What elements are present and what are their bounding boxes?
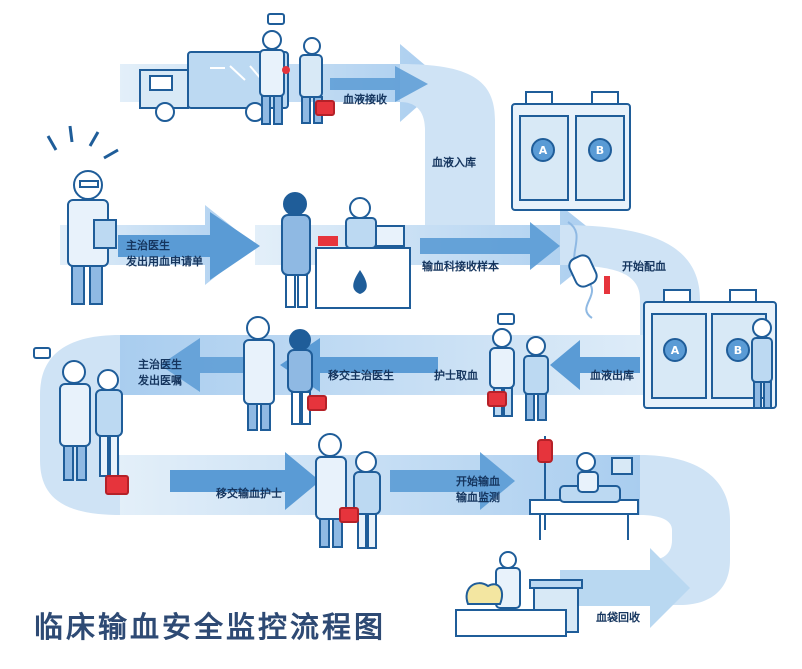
step-blood-out: 血液出库 bbox=[590, 369, 634, 382]
step-start-transfusion: 开始输血 输血监测 bbox=[456, 474, 500, 506]
doctor-request-illustration bbox=[46, 125, 119, 305]
diagram-title: 临床输血安全监控流程图 bbox=[34, 610, 387, 644]
arrow-to-nurse bbox=[170, 452, 320, 510]
nurse-pickup-illustration bbox=[487, 313, 549, 421]
fridge-top-label-b: B bbox=[596, 144, 604, 157]
recycle-illustration bbox=[455, 551, 583, 637]
step-blood-receive: 血液接收 bbox=[343, 93, 387, 106]
doctor-order-illustration bbox=[33, 347, 129, 495]
step-start-crossmatch: 开始配血 bbox=[622, 260, 666, 273]
step-doctor-request-line1: 主治医生 bbox=[126, 239, 170, 252]
blood-fridge-right-illustration bbox=[643, 289, 777, 409]
step-bag-recycle: 血袋回收 bbox=[596, 611, 640, 624]
step-lab-receive-sample: 输血科接收样本 bbox=[422, 260, 499, 273]
fridge-right-label-b: B bbox=[734, 344, 742, 357]
delivery-staff-illustration bbox=[259, 13, 335, 125]
step-doctor-order-line1: 主治医生 bbox=[138, 358, 182, 371]
crossmatch-illustration bbox=[567, 221, 610, 319]
arrow-transfusion bbox=[390, 452, 515, 510]
arrow-request bbox=[118, 212, 260, 280]
step-doctor-request: 主治医生 发出用血申请单 bbox=[126, 238, 203, 270]
step-start-transfusion-line2: 输血监测 bbox=[456, 491, 500, 504]
step-doctor-order: 主治医生 发出医嘱 bbox=[138, 357, 182, 389]
step-doctor-order-line2: 发出医嘱 bbox=[138, 374, 182, 387]
arrow-lab bbox=[420, 222, 560, 270]
step-hand-to-doctor: 移交主治医生 bbox=[328, 369, 394, 382]
step-hand-to-nurse: 移交输血护士 bbox=[216, 487, 282, 500]
lab-reception-illustration bbox=[281, 192, 411, 309]
step-nurse-pickup: 护士取血 bbox=[434, 369, 478, 382]
transfusion-bed-illustration bbox=[529, 436, 639, 540]
blood-fridge-top-illustration bbox=[511, 91, 631, 211]
handover-doctor-illustration bbox=[243, 316, 327, 431]
step-start-transfusion-line1: 开始输血 bbox=[456, 475, 500, 488]
step-doctor-request-line2: 发出用血申请单 bbox=[126, 255, 203, 268]
arrow-to-doctor bbox=[280, 338, 438, 392]
fridge-top-label-a: A bbox=[539, 144, 548, 157]
flow-arrows bbox=[118, 66, 640, 510]
arrow-blood-out bbox=[550, 340, 640, 390]
arrow-receive bbox=[330, 66, 428, 102]
path-curve-right-1 bbox=[400, 64, 495, 245]
path-final bbox=[560, 548, 690, 628]
handover-nurse-illustration bbox=[315, 433, 381, 549]
arrow-order bbox=[160, 338, 260, 392]
step-blood-storage: 血液入库 bbox=[432, 156, 476, 169]
fridge-right-label-a: A bbox=[671, 344, 680, 357]
